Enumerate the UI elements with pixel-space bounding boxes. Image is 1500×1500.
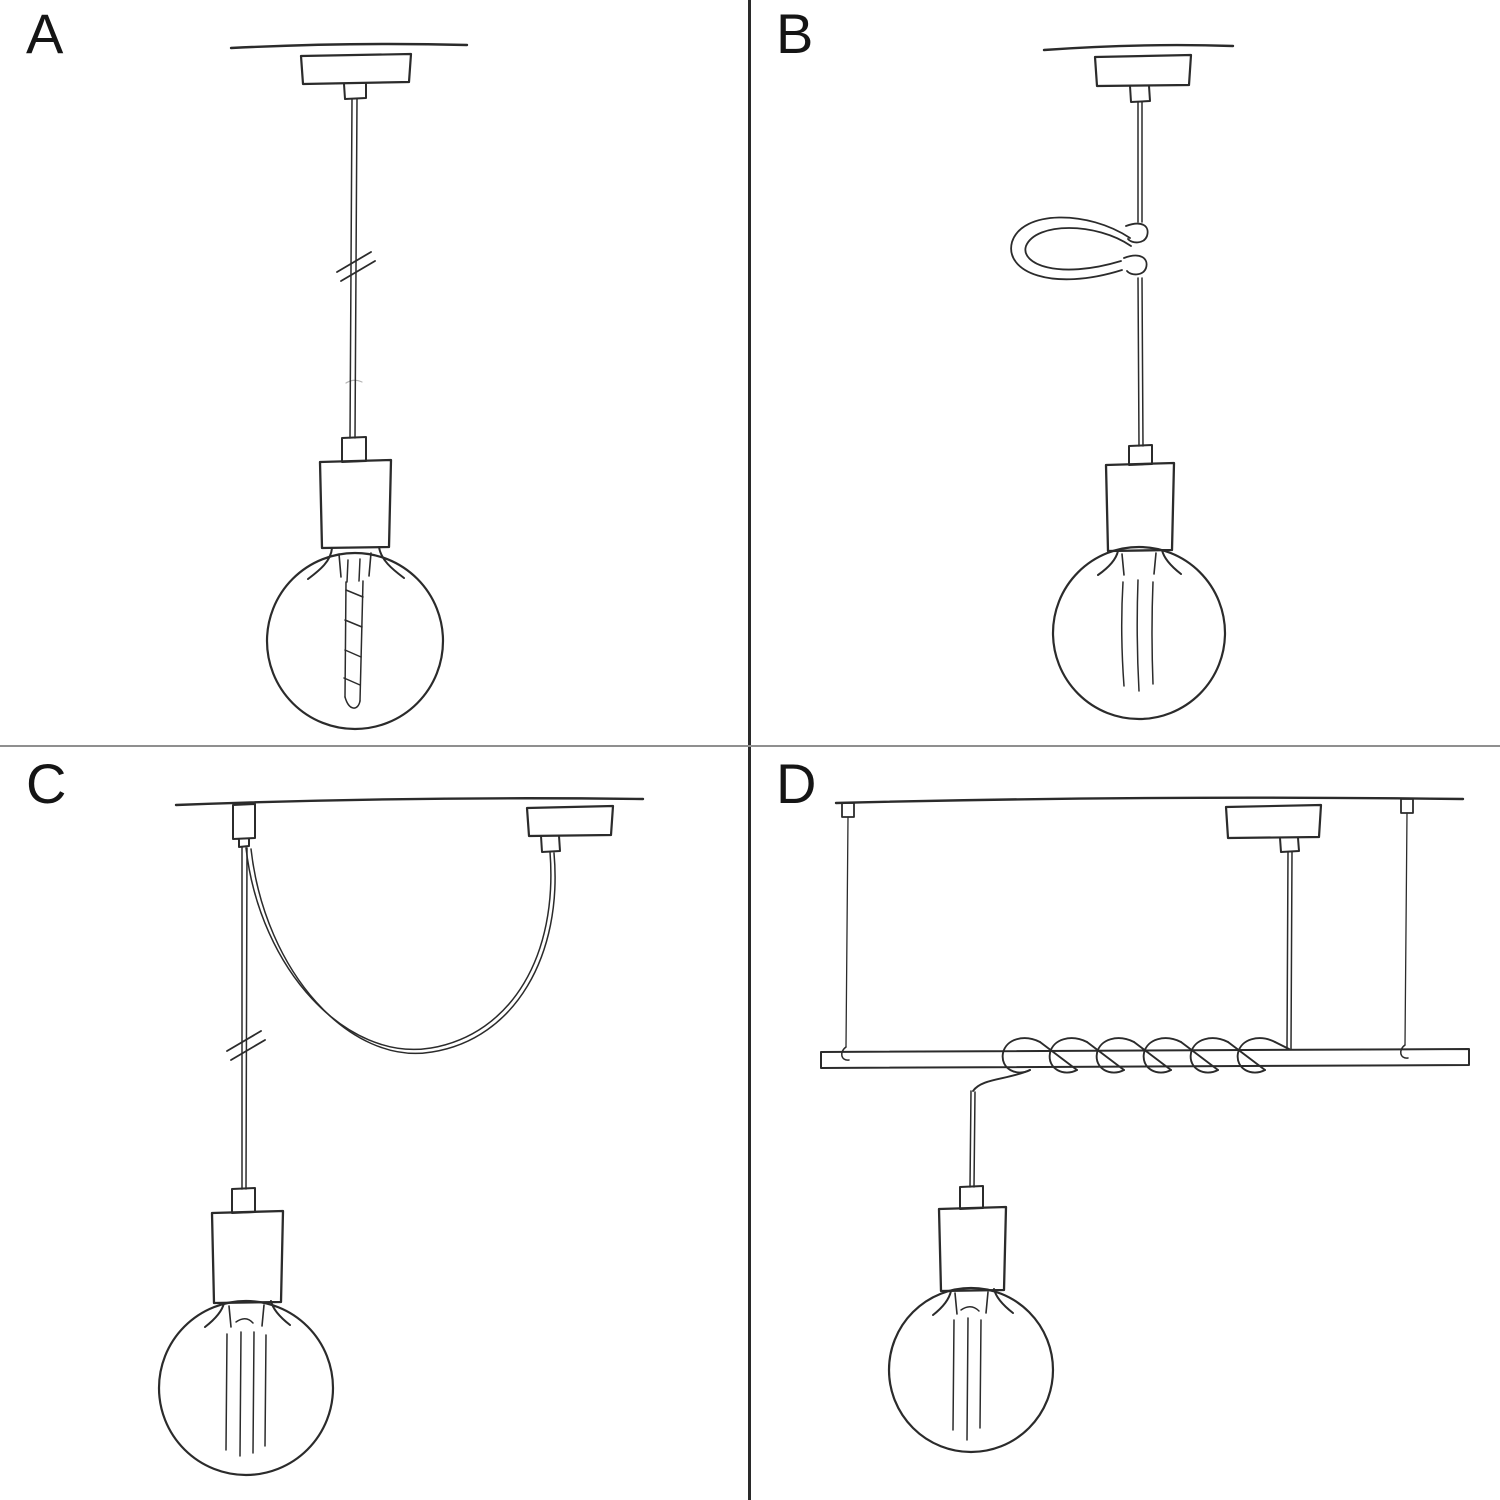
pendant-swag-hook-sketch: [157, 797, 645, 1477]
cable-break-marks: [226, 1030, 266, 1061]
bulb-inner-neck: [338, 552, 372, 578]
ceiling-rose: [1093, 53, 1193, 88]
lamp-holder: [1104, 461, 1176, 553]
horizontal-divider: [0, 745, 1500, 747]
filament: [343, 558, 364, 709]
panel-d: D: [750, 750, 1500, 1500]
filament: [225, 1318, 267, 1457]
lamp-holder: [937, 1205, 1008, 1293]
lamp-holder: [210, 1209, 285, 1305]
panel-c-label: C: [26, 752, 67, 815]
holder-neck: [231, 1187, 256, 1214]
cable-gland: [1279, 837, 1300, 853]
right-suspension-wire: [1404, 812, 1408, 1046]
bulb-neck: [204, 1300, 291, 1328]
cable-smudge: [345, 379, 363, 384]
right-wire-hook: [1400, 1044, 1409, 1059]
bulb-glass: [265, 551, 445, 731]
ceiling-line: [834, 796, 1465, 805]
bulb-glass: [1051, 545, 1227, 721]
ceiling-line: [174, 797, 645, 807]
left-hanger: [841, 802, 855, 818]
filament: [952, 1306, 982, 1441]
cable-gland: [540, 835, 561, 853]
ceiling-line: [1042, 43, 1235, 52]
holder-neck: [341, 436, 367, 463]
panel-c: C: [0, 750, 750, 1500]
panel-b: B: [750, 0, 1500, 750]
cable-gland: [1129, 85, 1151, 103]
panel-a-label: A: [26, 2, 64, 65]
panel-b-label: B: [776, 2, 814, 65]
filament: [1120, 579, 1154, 692]
right-hanger: [1400, 798, 1414, 814]
cable-gland: [343, 82, 367, 100]
bulb-neck: [1097, 549, 1182, 576]
bulb-glass: [887, 1286, 1055, 1454]
bulb-inner-neck: [1121, 552, 1157, 576]
pendant-straight-drop-sketch: [229, 42, 469, 731]
drop-cable: [241, 846, 248, 1190]
cable-coils: [972, 1037, 1290, 1092]
bulb-neck: [307, 546, 405, 580]
panel-d-label: D: [776, 752, 817, 815]
drop-cable: [969, 1090, 976, 1188]
pendant-coiled-bar-sketch: [820, 796, 1470, 1454]
bulb-glass: [157, 1299, 335, 1477]
upper-cable: [1137, 101, 1143, 223]
ceiling-rose: [525, 804, 615, 838]
ceiling-rose: [1224, 803, 1323, 840]
vertical-divider: [748, 0, 751, 1500]
cable-tie-loop: [1010, 216, 1149, 281]
panel-a: A: [0, 0, 750, 750]
bulb-inner-neck: [228, 1304, 265, 1328]
holder-neck: [959, 1185, 984, 1210]
bulb-inner-neck: [954, 1291, 989, 1315]
lower-cable: [1137, 277, 1144, 447]
ceiling-line: [229, 42, 469, 50]
feed-cable: [1286, 851, 1293, 1050]
holder-neck: [1128, 444, 1153, 466]
cable-break-marks: [336, 251, 376, 282]
left-suspension-wire: [845, 816, 849, 1048]
pendant-cable: [349, 98, 358, 439]
swag-cable: [245, 847, 556, 1055]
lamp-holder: [318, 458, 393, 550]
ceiling-rose: [299, 52, 413, 86]
ceiling-hook: [232, 803, 256, 848]
mounting-bar: [820, 1048, 1470, 1069]
pendant-cable-tie-loop-sketch: [1010, 43, 1235, 721]
left-wire-hook: [841, 1046, 850, 1061]
